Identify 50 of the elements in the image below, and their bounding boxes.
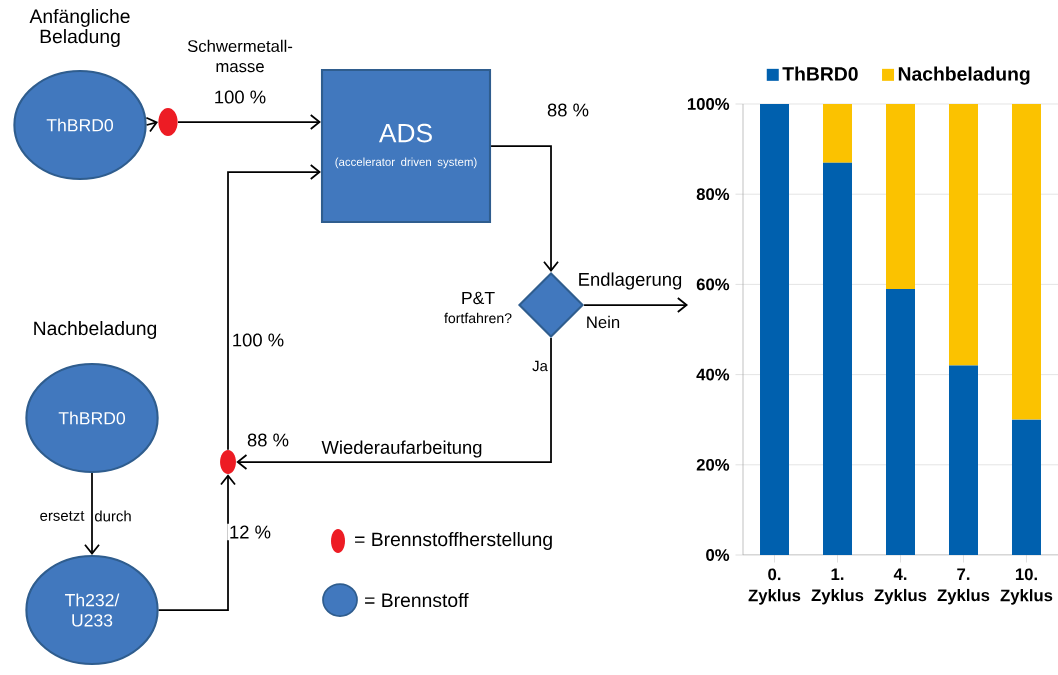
arrow (84, 472, 100, 555)
annotation: ersetzt (40, 511, 85, 521)
legend-label: Nachbeladung (898, 66, 1030, 85)
annotation: 88 % (247, 433, 289, 447)
edge-label: 12 % (227, 523, 273, 541)
x-tick-label: 7. Zyklus (937, 568, 990, 605)
annotation: durch (94, 510, 131, 522)
bar (1011, 104, 1041, 420)
annotation: Schwermetall- masse (187, 39, 293, 73)
y-tick-label: 80% (696, 188, 730, 201)
fabrication-marker (158, 108, 178, 136)
bar (949, 365, 978, 556)
bar (823, 104, 853, 163)
edge-label: Wiederaufarbeitung (319, 438, 485, 460)
arrow (227, 164, 321, 451)
y-tick-label: 20% (696, 458, 730, 471)
bar (949, 104, 978, 366)
bar (1011, 419, 1041, 556)
decision-label: P&T (462, 291, 495, 305)
legend-text: = Brennstoffherstellung (355, 532, 552, 550)
annotation: Ja (532, 360, 548, 372)
x-tick-label: 4. Zyklus (874, 568, 927, 605)
arrow (490, 145, 559, 272)
arrow (236, 337, 552, 470)
y-tick-label: 0% (706, 549, 730, 561)
heading: Nachbeladung (34, 321, 157, 339)
edge-label: Endlagerung (575, 270, 685, 292)
x-tick-label: 10. Zyklus (1000, 568, 1053, 605)
arrow (177, 114, 321, 130)
decision-label: fortfahren? (444, 312, 512, 324)
legend-label: ThBRD0 (782, 66, 858, 81)
arrow (157, 474, 236, 611)
edge-label: 100 % (212, 88, 268, 106)
fabrication-marker (220, 450, 236, 474)
bar (823, 162, 853, 556)
edge-label: 100 % (230, 331, 286, 349)
annotation: Nein (587, 315, 620, 329)
bar (886, 104, 915, 289)
y-tick-label: 40% (696, 368, 730, 381)
legend-text: = Brennstoff (365, 592, 469, 608)
process-box: ADS (accelerator driven system) (320, 68, 492, 224)
y-tick-label: 100% (687, 98, 730, 110)
bar (760, 104, 790, 556)
heading: Anfängliche Beladung (29, 8, 130, 48)
arrow (583, 297, 688, 313)
edge-label: 88 % (545, 101, 591, 119)
x-tick-label: 1. Zyklus (811, 568, 864, 605)
bar (886, 288, 915, 556)
x-tick-label: 0. Zyklus (748, 568, 801, 605)
y-tick-label: 60% (696, 278, 730, 291)
